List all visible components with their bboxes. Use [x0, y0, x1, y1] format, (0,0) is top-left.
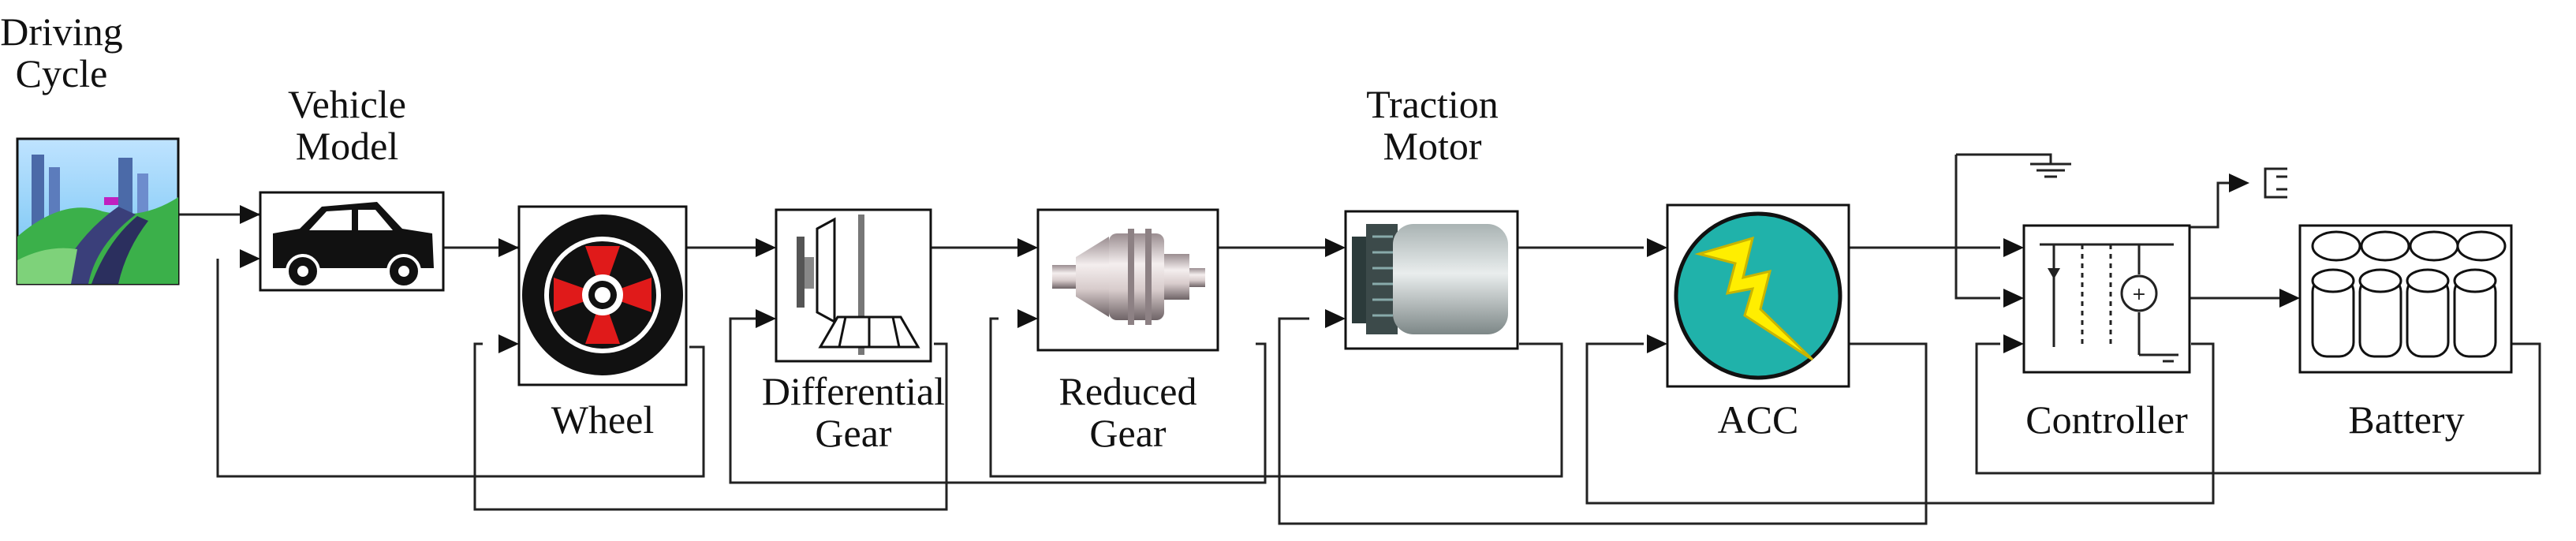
wheel-label: Wheel [551, 397, 655, 442]
traction-motor-label-line1: Traction [1366, 82, 1499, 126]
svg-text:+: + [2132, 285, 2146, 304]
reduced-gear-block[interactable] [1036, 208, 1219, 352]
traction-motor-block[interactable] [1344, 210, 1519, 350]
controller-block[interactable]: + [2022, 224, 2191, 374]
acc-block[interactable] [1666, 203, 1850, 388]
traction-motor-label-line2: Motor [1383, 123, 1482, 168]
terminator-icon [2264, 167, 2287, 199]
traction-motor-label: Traction Motor [1346, 84, 1519, 166]
reduced-gear-label-line1: Reduced [1058, 369, 1197, 413]
driving-cycle-label-line1: Driving [0, 9, 123, 54]
differential-gear-label-line2: Gear [815, 410, 892, 455]
vehicle-model-label-line1: Vehicle [288, 82, 406, 126]
battery-label: Battery [2348, 397, 2465, 442]
battery-block[interactable] [2298, 224, 2513, 374]
differential-gear-label: Differential Gear [743, 371, 964, 453]
differential-gear-label-line1: Differential [761, 369, 946, 413]
acc-label: ACC [1717, 397, 1799, 442]
ground-icon [2030, 162, 2071, 178]
controller-label: Controller [2025, 397, 2188, 442]
differential-gear-block[interactable] [775, 208, 932, 363]
reduced-gear-label: Reduced Gear [1041, 371, 1215, 453]
vehicle-model-label: Vehicle Model [268, 84, 426, 166]
arrow-heads [240, 173, 2300, 353]
connection-lines [178, 153, 2541, 525]
wheel-block[interactable] [517, 205, 688, 386]
driving-cycle-label-line2: Cycle [15, 50, 108, 95]
driving-cycle-label: Driving Cycle [0, 11, 128, 94]
driving-cycle-block[interactable] [16, 137, 180, 285]
reduced-gear-label-line2: Gear [1089, 410, 1167, 455]
vehicle-model-block[interactable] [259, 191, 445, 292]
lightning-icon [1694, 236, 1814, 361]
vehicle-model-label-line2: Model [295, 123, 399, 168]
